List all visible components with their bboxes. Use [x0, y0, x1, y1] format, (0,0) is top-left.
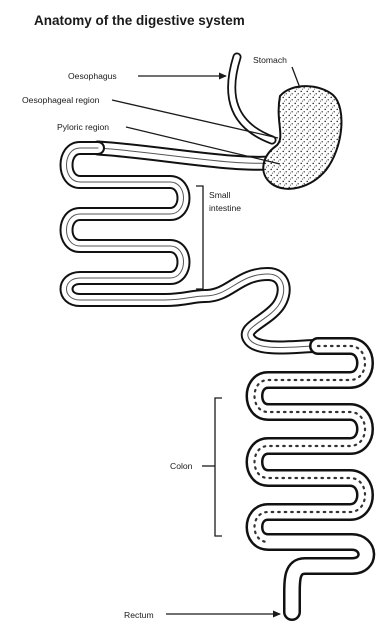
pyloric-region-label: Pyloric region [57, 122, 109, 132]
diagram-title: Anatomy of the digestive system [34, 13, 245, 28]
small-intestine-bracket [196, 186, 203, 289]
rectum-label: Rectum [124, 610, 154, 620]
label-rectum: Rectum [124, 610, 280, 620]
stomach-label: Stomach [253, 55, 287, 65]
small-intestine-label-line2: intestine [209, 203, 241, 213]
duodenum [98, 148, 280, 163]
small-intestine-label-line1: Small [209, 190, 231, 200]
colon-label: Colon [170, 461, 193, 471]
colon-bracket [215, 398, 222, 536]
label-colon: Colon [170, 398, 222, 536]
oesophagus [232, 57, 272, 140]
oesophageal-region-label: Oesophageal region [22, 95, 100, 105]
label-stomach: Stomach [253, 55, 300, 88]
oesophagus-label: Oesophagus [68, 71, 117, 81]
label-small-intestine: Small intestine [196, 186, 241, 289]
label-oesophagus: Oesophagus [68, 71, 226, 81]
colon [255, 346, 367, 612]
